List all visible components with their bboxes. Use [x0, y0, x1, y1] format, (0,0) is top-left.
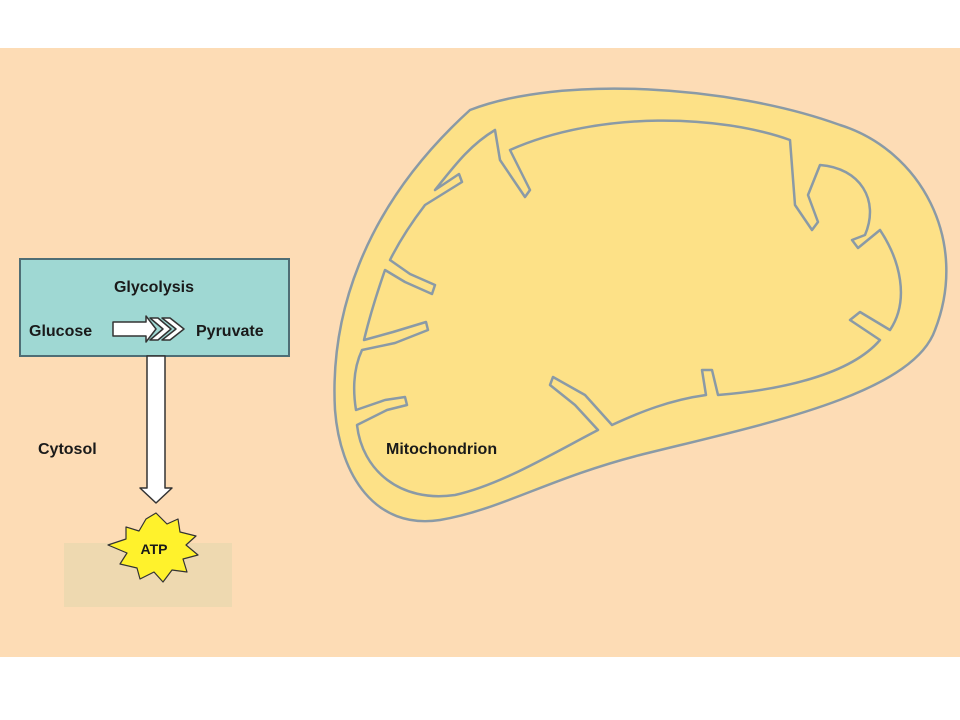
atp-yield-arrow	[139, 355, 173, 504]
atp-starburst	[107, 512, 199, 583]
mitochondrion-label: Mitochondrion	[386, 441, 497, 458]
cytosol-label: Cytosol	[38, 441, 97, 458]
atp-label: ATP	[141, 541, 168, 557]
glycolysis-step-arrows	[112, 315, 185, 343]
glycolysis-title: Glycolysis	[114, 279, 194, 296]
mitochondrion-inner-membrane	[353, 119, 903, 498]
glycolysis-box	[19, 258, 290, 357]
glucose-label: Glucose	[29, 323, 92, 340]
pyruvate-label: Pyruvate	[196, 323, 264, 340]
